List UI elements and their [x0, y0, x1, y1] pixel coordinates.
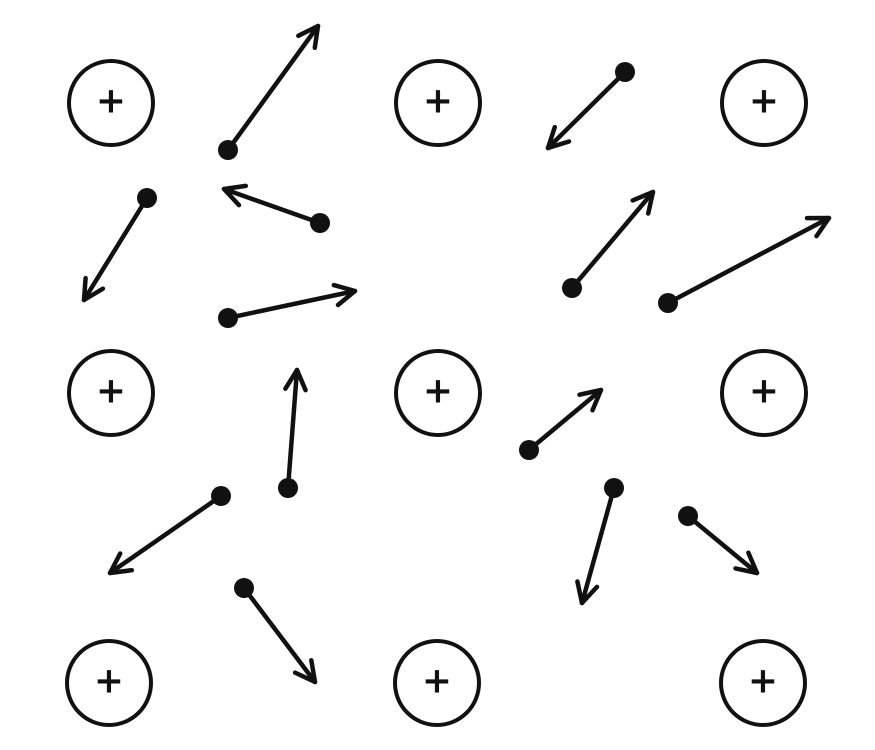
arrowhead-icon: [107, 551, 135, 576]
positive-ion: +: [394, 59, 482, 147]
electron-velocity-arrow: [221, 183, 330, 233]
arrowhead-icon: [804, 215, 832, 239]
arrowhead-icon: [81, 275, 106, 303]
arrow-shaft: [241, 585, 318, 685]
arrowhead-icon: [221, 183, 249, 208]
plus-sign-icon: +: [749, 81, 779, 122]
arrow-shaft: [665, 215, 832, 306]
arrow-shaft: [685, 513, 760, 576]
plus-sign-icon: +: [96, 81, 126, 122]
arrow-shaft: [526, 387, 604, 453]
positive-ion: +: [719, 639, 807, 727]
free-electrons-layer: [81, 23, 832, 685]
electron-dot: [310, 213, 330, 233]
positive-ion: +: [720, 59, 808, 147]
electron-dot: [218, 140, 238, 160]
arrow-shaft: [225, 23, 321, 153]
arrow-shaft: [285, 367, 300, 491]
plus-sign-icon: +: [423, 81, 453, 122]
arrow-shaft: [579, 485, 617, 606]
electron-velocity-arrow: [234, 578, 318, 685]
electron-dot: [211, 486, 231, 506]
arrow-shaft: [221, 186, 323, 226]
electron-dot: [278, 478, 298, 498]
ion-circle: [65, 639, 153, 727]
arrow-shaft: [545, 69, 628, 151]
arrow-shaft: [569, 189, 656, 291]
plus-sign-icon: +: [422, 661, 452, 702]
positive-ion: +: [65, 639, 153, 727]
positive-ion: +: [720, 349, 808, 437]
ion-circle: [393, 639, 481, 727]
electron-dot: [615, 62, 635, 82]
electron-dot: [658, 293, 678, 313]
electron-dot: [604, 478, 624, 498]
electron-dot: [137, 188, 157, 208]
electron-velocity-arrow: [519, 387, 604, 460]
ion-circle: [394, 349, 482, 437]
arrow-shaft: [107, 493, 224, 576]
plus-sign-icon: +: [94, 661, 124, 702]
ion-circle: [67, 59, 155, 147]
arrowhead-icon: [296, 23, 321, 51]
ion-circle: [394, 59, 482, 147]
electron-velocity-arrow: [575, 478, 624, 606]
arrowhead-icon: [292, 658, 318, 685]
arrow-shaft: [225, 288, 358, 321]
arrowhead-icon: [575, 579, 600, 606]
electron-velocity-arrow: [678, 506, 760, 576]
electron-dot: [678, 506, 698, 526]
electron-dot: [562, 278, 582, 298]
plus-sign-icon: +: [423, 371, 453, 412]
ion-circle: [67, 349, 155, 437]
arrowhead-icon: [283, 367, 308, 393]
arrow-shaft: [81, 195, 150, 303]
positive-ion: +: [393, 639, 481, 727]
positive-ion: +: [67, 349, 155, 437]
ion-circle: [720, 59, 808, 147]
plus-sign-icon: +: [96, 371, 126, 412]
positive-ions-layer: + + + + + + + + +: [65, 59, 808, 727]
arrowhead-icon: [733, 550, 760, 576]
positive-ion: +: [67, 59, 155, 147]
electron-velocity-arrow: [218, 23, 321, 160]
plus-sign-icon: +: [749, 371, 779, 412]
ion-circle: [719, 639, 807, 727]
electron-dot: [234, 578, 254, 598]
electron-dot: [519, 440, 539, 460]
arrowhead-icon: [545, 124, 572, 151]
electron-dot: [218, 308, 238, 328]
arrowhead-icon: [577, 387, 604, 413]
ion-circle: [720, 349, 808, 437]
electron-velocity-arrow: [545, 62, 635, 151]
electron-velocity-arrow: [81, 188, 157, 303]
electron-velocity-arrow: [658, 215, 832, 313]
plus-sign-icon: +: [748, 661, 778, 702]
electron-velocity-arrow: [562, 189, 656, 298]
positive-ion: +: [394, 349, 482, 437]
electron-velocity-arrow: [218, 282, 358, 328]
arrowhead-icon: [630, 189, 656, 216]
electron-velocity-arrow: [107, 486, 231, 576]
electron-velocity-arrow: [278, 367, 308, 498]
arrowhead-icon: [331, 282, 358, 308]
